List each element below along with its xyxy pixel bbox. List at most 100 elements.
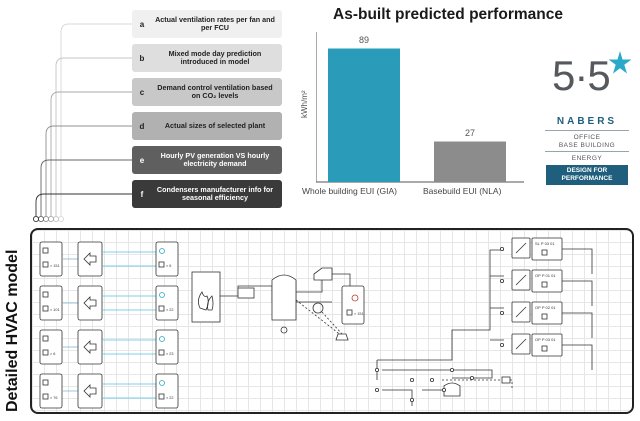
feature-text: Hourly PV generation VS hourly electrici… <box>160 150 270 168</box>
bar-0 <box>328 48 400 182</box>
ahu-card <box>77 329 103 365</box>
fan-meter-icon <box>541 345 548 352</box>
fan-meter-icon <box>541 249 548 256</box>
chart-title: As-built predicted performance <box>333 6 563 23</box>
design-for-performance-badge: DESIGN FOR PERFORMANCE <box>546 165 628 185</box>
y-axis-label: kWh/m² <box>300 90 309 118</box>
heat-exchanger-icon <box>83 252 97 266</box>
heat-exchanger-icon <box>83 340 97 354</box>
pipe-node <box>429 377 434 382</box>
mixing-valve <box>335 333 349 341</box>
ahu-card <box>77 285 103 321</box>
feature-letter: a <box>139 19 145 29</box>
feature-text: Actual ventilation rates per fan and per… <box>155 14 275 32</box>
storage-tank <box>271 274 297 321</box>
feature-leader-lines <box>32 23 132 223</box>
bar-1 <box>434 141 506 182</box>
leader-dot-b <box>52 215 60 223</box>
terminal-card <box>155 373 179 409</box>
fan-label: OP P 01 01 <box>535 273 556 278</box>
bar-chart <box>316 32 524 183</box>
feature-text: Mixed mode day prediction introduced in … <box>168 48 262 66</box>
zone-card <box>39 285 63 321</box>
pump-box <box>237 287 255 299</box>
pipe-node <box>374 387 379 392</box>
terminal-meter-icon <box>158 261 165 268</box>
feature-letter: e <box>139 155 145 165</box>
leader-line-d <box>45 125 132 216</box>
terminal-card <box>155 329 179 365</box>
fan-node <box>499 343 504 348</box>
terminal-meter-icon <box>158 349 165 356</box>
fan-header-ends <box>502 249 504 341</box>
fan-meter-icon <box>541 281 548 288</box>
cooling-coil <box>443 382 461 397</box>
zone-meter-icon <box>42 305 49 312</box>
central-zone-card <box>341 285 365 325</box>
leader-line-e <box>40 159 132 216</box>
nabers-logo-text: NABERS <box>556 116 618 127</box>
thermostat-icon <box>42 291 49 298</box>
feature-letter: c <box>139 87 145 97</box>
pipe-node <box>374 367 379 372</box>
heat-exchanger-icon <box>83 296 97 310</box>
category-label: Basebuild EUI (NLA) <box>423 186 502 196</box>
leader-dot-d <box>42 215 50 223</box>
central-meter-icon <box>346 309 353 316</box>
feature-box-e: e Hourly PV generation VS hourly electric… <box>132 146 282 174</box>
feature-box-a: a Actual ventilation rates per fan and pe… <box>132 10 282 38</box>
category-label: Whole building EUI (GIA) <box>302 186 397 196</box>
boiler-card <box>191 271 221 323</box>
terminal-count-label: × 22 <box>166 396 174 400</box>
leader-dot-e <box>37 215 45 223</box>
fan-icon <box>515 274 527 286</box>
thermostat-icon <box>42 379 49 386</box>
bar-value-label: 89 <box>358 34 369 45</box>
pipe-node <box>409 377 414 382</box>
star-icon <box>608 51 632 74</box>
ahu-card <box>77 241 103 277</box>
fan-coil-icon <box>159 292 165 298</box>
fan-coil-icon <box>159 248 165 254</box>
feature-letter: d <box>139 121 145 131</box>
fan-icon <box>515 242 527 254</box>
zone-count-label: × 76 <box>50 396 58 400</box>
fan-icon <box>515 338 527 350</box>
terminal-card <box>155 241 179 277</box>
terminal-card <box>155 285 179 321</box>
fan-label: OP P 03 01 <box>535 337 556 342</box>
terminal-count-label: × 6 <box>166 264 171 268</box>
leader-line-a <box>60 23 132 216</box>
terminal-count-label: × 23 <box>166 352 174 356</box>
zone-count-label: × 6 <box>50 352 55 356</box>
zone-card <box>39 329 63 365</box>
fan-icon <box>515 306 527 318</box>
thermostat-icon <box>42 247 49 254</box>
pipe-node <box>449 367 454 372</box>
nabers-rating: 5·5 <box>552 52 611 99</box>
fan-header <box>376 249 502 380</box>
leader-line-b <box>55 57 132 216</box>
control-signal-2 <box>295 299 343 337</box>
valve-icon <box>312 302 324 314</box>
fan-node <box>499 246 504 251</box>
leader-line-f <box>35 193 132 216</box>
leader-dot-c <box>47 215 55 223</box>
terminal-meter-icon <box>158 393 165 400</box>
hvac-schematic: × 151× 6× 101× 22× 6× 23× 76× 22× 151SL … <box>39 237 593 409</box>
zone-meter-icon <box>42 349 49 356</box>
ahu-card <box>77 373 103 409</box>
fan-label: OP P 02 01 <box>535 305 556 310</box>
zone-meter-icon <box>42 261 49 268</box>
pump-icon <box>280 326 288 334</box>
fan-node <box>499 311 504 316</box>
pipe-node <box>409 397 414 402</box>
leader-dot-a <box>57 215 65 223</box>
zone-count-label: × 151 <box>50 264 60 268</box>
fan-coil-icon <box>159 380 165 386</box>
pipe-node <box>469 375 474 380</box>
